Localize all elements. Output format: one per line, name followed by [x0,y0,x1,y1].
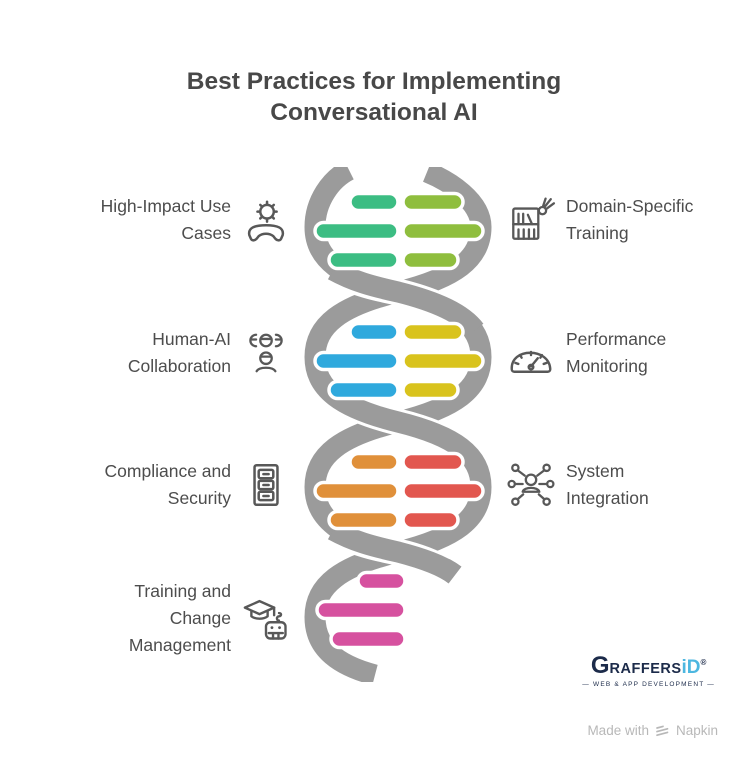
dna-rung [401,480,485,502]
item-human-ai-collaboration: Human-AI Collaboration [128,326,292,380]
item-compliance-and-security: Compliance and Security [105,458,292,512]
dna-rung [401,509,460,531]
item-label: High-Impact Use Cases [100,196,231,243]
dna-rung [313,220,400,242]
gauge-icon [505,327,557,379]
item-label: Domain-Specific Training [566,196,694,243]
dna-rung [356,570,407,592]
logo-tagline: — WEB & APP DEVELOPMENT — [582,681,715,688]
credit-text: Made with [587,723,649,738]
dna-rung [348,451,400,473]
item-label: Compliance and Security [104,461,231,508]
dna-rung [401,321,465,343]
dna-rung [313,480,400,502]
napkin-credit[interactable]: Made with Napkin [587,723,718,738]
dna-rung [315,599,407,621]
dna-rung [313,350,400,372]
item-label: System Integration [566,461,649,508]
page-title-line1: Best Practices for Implementing [186,68,562,95]
dna-rung [329,628,407,650]
dna-weave-3 [327,520,462,584]
page-title: Best Practices for Implementing Conversa… [0,66,748,128]
dna-helix [303,167,493,682]
dna-rung [348,191,400,213]
dna-rung [401,191,465,213]
logo-letter-g: G [590,652,610,679]
dna-strand-b [304,167,492,682]
credit-brand: Napkin [675,723,718,738]
dna-rung [327,509,400,531]
dna-weave-1 [327,260,484,337]
network-person-icon [505,459,557,511]
napkin-logo-icon [656,725,669,737]
logo-accent-text: iD [681,657,701,678]
dna-rung [401,350,485,372]
item-performance-monitoring: Performance Monitoring [505,326,666,380]
item-domain-specific-training: Domain-Specific Training [505,193,693,247]
dna-rung [401,220,485,242]
dna-rung [327,249,400,271]
item-label: Performance Monitoring [566,329,667,376]
item-training-and-change-management: Training and Change Management [129,578,292,659]
item-high-impact-use-cases: High-Impact Use Cases [101,193,292,247]
registered-mark: ® [700,658,707,667]
dna-rung [401,451,465,473]
dna-rung [348,321,400,343]
page-title-line2: Conversational AI [270,99,478,126]
dna-rung [327,379,400,401]
dna-rung [401,379,460,401]
logo-text: RAFFERS [609,661,682,677]
people-collaboration-icon [240,327,292,379]
bookshelf-shuttlecock-icon [505,194,557,246]
item-label: Human-AI Collaboration [127,329,231,376]
filing-cabinet-icon [240,459,292,511]
graduation-robot-icon [240,593,292,645]
dna-rung [401,249,460,271]
gear-handset-icon [240,194,292,246]
item-system-integration: System Integration [505,458,649,512]
item-label: Training and Change Management [128,581,231,655]
